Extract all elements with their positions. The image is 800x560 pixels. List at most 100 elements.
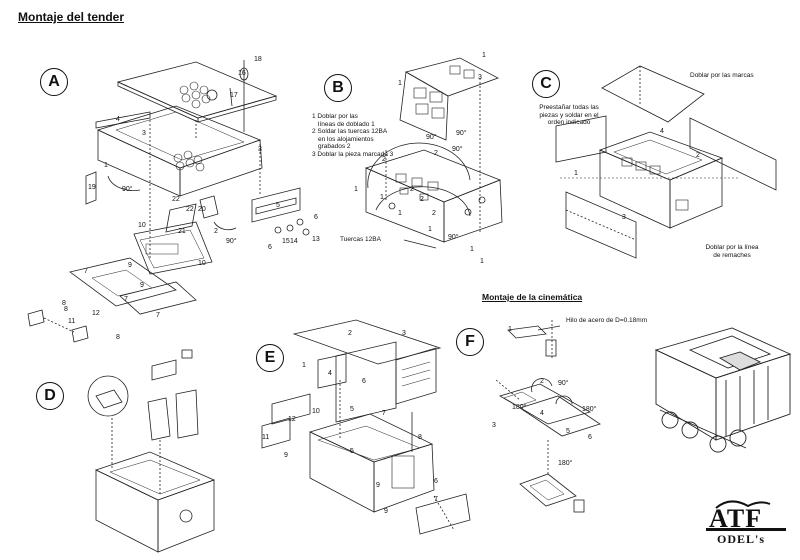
c-note-line: Doblar por la línea (705, 244, 759, 251)
callout-b-11: 2 (420, 196, 424, 203)
callout-a-23: 10 (198, 260, 206, 267)
callout-a-6: 1 (104, 162, 108, 169)
callout-b-10: 2 (410, 186, 414, 193)
b-instruction-line: 3 Doblar la pieza marcada 3 (312, 150, 394, 158)
callout-c-0: 4 (660, 128, 664, 135)
panel-badge-d: D (36, 382, 64, 410)
callout-a-18: 7 (84, 268, 88, 275)
callout-e-5: 7 (382, 410, 386, 417)
panel-a-drawing (27, 60, 310, 343)
f-hilo-label: Hilo de acero de D=0.18mm (566, 317, 648, 324)
callout-a-4: 4 (116, 116, 120, 123)
callout-b-13: 2 (432, 210, 436, 217)
callout-e-7: 10 (312, 408, 320, 415)
panel-badge-c: C (532, 70, 560, 98)
callout-e-14: 9 (384, 508, 388, 515)
b-instruction-line: en los alojamientos (318, 135, 374, 143)
callout-b-7: 2 (434, 150, 438, 157)
c-note-line: orden indicado (547, 119, 591, 126)
callout-b-3: 90° (426, 134, 437, 141)
callout-e-13: 9 (376, 482, 380, 489)
panel-e-drawing (261, 319, 471, 535)
callout-a-32: 8 (64, 306, 68, 313)
callout-b-0: 1 (482, 52, 486, 59)
callout-f-6: 5 (566, 428, 570, 435)
atf-logo: ATF ODEL's (703, 498, 789, 550)
callout-a-22: 6 (268, 244, 272, 251)
panel-badge-a: A (40, 68, 68, 96)
callout-b-17: 1 (480, 258, 484, 265)
b-instruction-line: líneas de doblado 1 (318, 120, 375, 128)
callout-b-8: 1 (354, 186, 358, 193)
callout-f-9: 180° (558, 460, 573, 467)
callout-a-16: 5 (276, 202, 280, 209)
logo-top-text: ATF (709, 504, 763, 533)
callout-b-4: 90° (456, 130, 467, 137)
callout-a-15: 10 (138, 222, 146, 229)
callout-b-9: 1 (380, 194, 384, 201)
callout-e-0: 2 (348, 330, 352, 337)
callout-f-2: 90° (558, 380, 569, 387)
callout-e-9: 11 (262, 434, 270, 441)
callout-a-21: 15 (282, 238, 290, 245)
callout-f-5: 4 (540, 410, 544, 417)
callout-b-16: 1 (470, 246, 474, 253)
b-instruction-line: 1 Doblar por las (312, 113, 358, 120)
b-instructions: 1 Doblar por las líneas de doblado 1 2 S… (312, 113, 404, 158)
callout-a-26: 7 (156, 312, 160, 319)
callout-b-2: 1 (398, 80, 402, 87)
callout-e-15: 6 (434, 478, 438, 485)
callout-c-2: 1 (574, 170, 578, 177)
page-title: Montaje del tender (18, 10, 125, 24)
callout-e-6: 1 (302, 362, 306, 369)
callout-a-13: 2 (214, 228, 218, 235)
callout-a-30: 8 (116, 334, 120, 341)
callout-f-8: 6 (588, 434, 592, 441)
c-note-line: Preestañar todas las (539, 104, 599, 111)
panel-f-drawing (495, 320, 601, 513)
callout-b-14: 1 (428, 226, 432, 233)
callout-a-27: 8 (62, 300, 66, 307)
callout-a-10: 22 (186, 206, 194, 213)
callout-a-17: 6 (314, 214, 318, 221)
c-note-line: de remaches (713, 251, 751, 259)
callout-a-8: 19 (88, 184, 96, 191)
callout-b-15: 90° (448, 234, 459, 241)
panel-d-drawing (87, 349, 216, 553)
b-instruction-line: grabados 2 (318, 143, 351, 150)
callout-e-3: 5 (350, 406, 354, 413)
callout-a-14: 90° (226, 238, 237, 245)
callout-e-10: 9 (284, 452, 288, 459)
callout-e-8: 12 (288, 416, 296, 423)
callout-c-3: 3 (622, 214, 626, 221)
c-doblar-marcas-label: Doblar por las marcas (690, 72, 754, 79)
b-tuercas-label: Tuercas 12BA (340, 236, 381, 243)
callout-f-7: 180° (582, 406, 597, 413)
callout-a-31: 7 (124, 296, 128, 303)
callout-a-20: 14 (290, 238, 298, 245)
panel-c-drawing (555, 65, 777, 259)
panel-b-drawing (364, 57, 503, 249)
panel-badge-b: B (324, 74, 352, 102)
callout-b-1: 3 (478, 74, 482, 81)
callout-e-2: 4 (328, 370, 332, 377)
callout-a-5: 3 (142, 130, 146, 137)
c-note-line: piezas y soldar en el (539, 111, 599, 119)
callout-a-7: 90° (122, 186, 133, 193)
callout-a-9: 22 (172, 196, 180, 203)
callout-a-2: 17 (230, 92, 238, 99)
callout-a-19: 13 (312, 236, 320, 243)
tender-illustration (654, 327, 792, 453)
callout-e-4: 6 (362, 378, 366, 385)
callout-a-29: 11 (68, 318, 76, 325)
b-instruction-line: 2 Soldar las tuercas 12BA (312, 128, 388, 135)
callout-a-24: 9 (128, 262, 132, 269)
callout-a-28: 12 (92, 310, 100, 317)
callout-a-1: 18 (254, 56, 262, 63)
callout-e-1: 3 (402, 330, 406, 337)
callout-a-0: 16 (238, 70, 246, 77)
panel-badge-f: F (456, 328, 484, 356)
callout-b-5: 90° (452, 146, 463, 153)
